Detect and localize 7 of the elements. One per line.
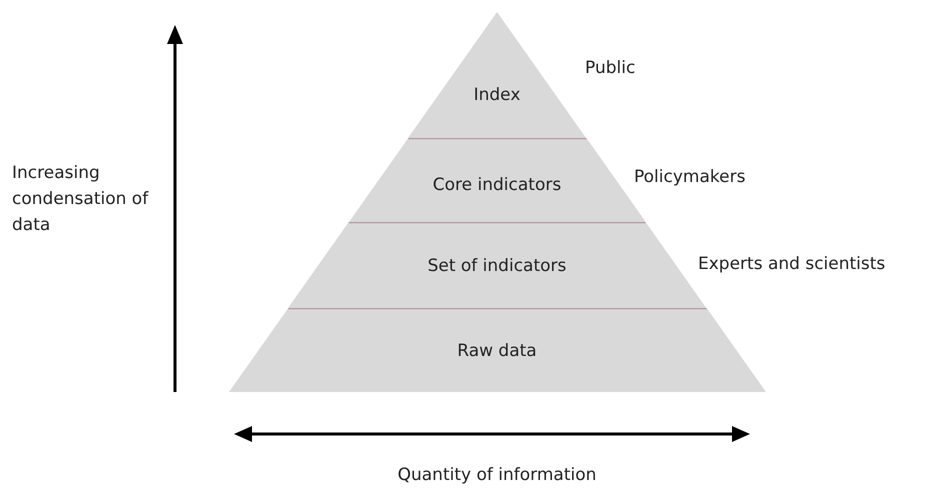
audience-label: Policymakers — [634, 167, 746, 187]
audience-label: Experts and scientists — [698, 254, 886, 274]
axis-label: Increasing condensation of data — [12, 162, 150, 237]
band-label: Raw data — [456, 341, 538, 361]
axis-label: Quantity of information — [396, 464, 598, 487]
audience-label: Public — [585, 58, 636, 78]
band-label: Index — [472, 85, 522, 105]
